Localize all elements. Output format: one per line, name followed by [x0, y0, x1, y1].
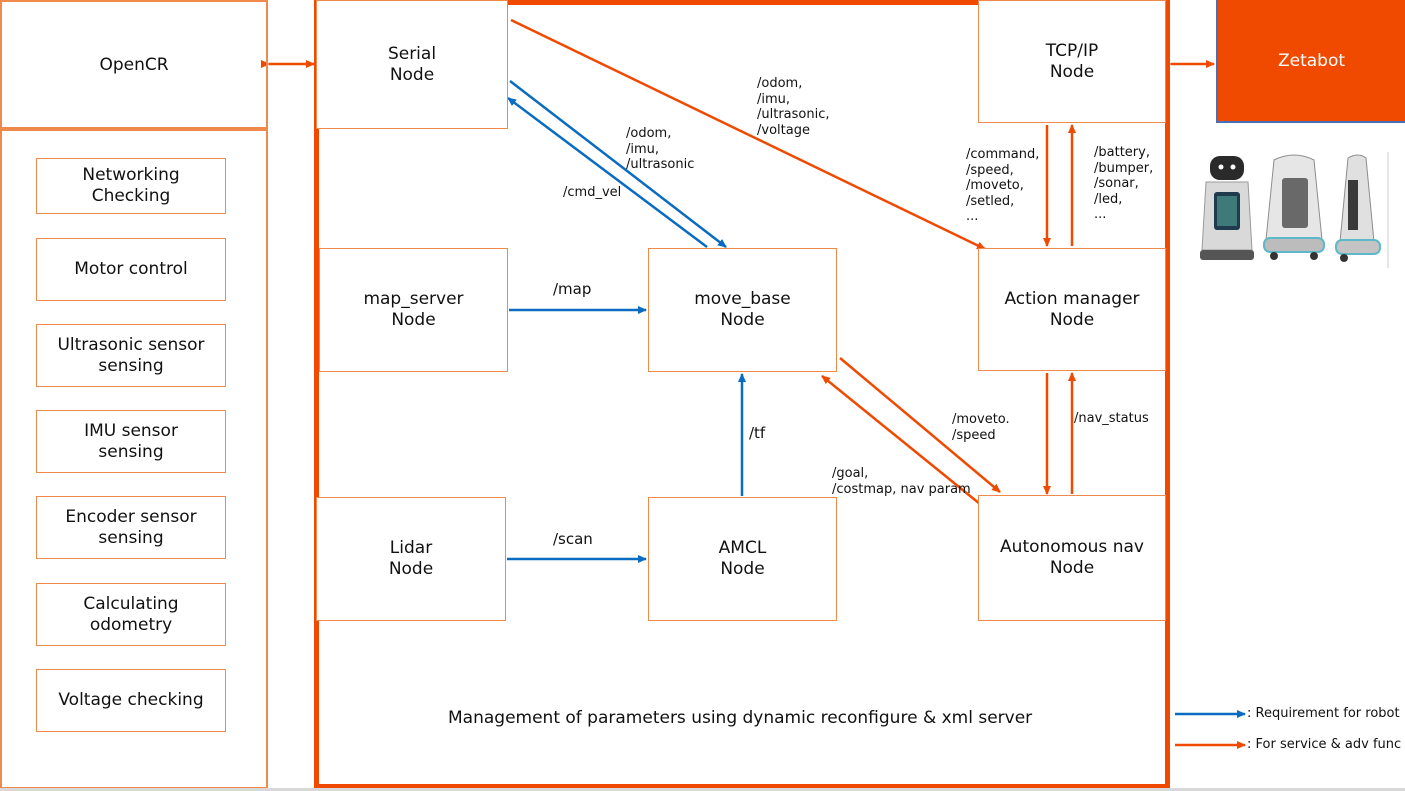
- function-motor-control: Motor control: [36, 238, 226, 301]
- amcl-node: AMCL Node: [648, 497, 837, 621]
- nav-movebase-arrow: [821, 375, 981, 505]
- zetabot-label: Zetabot: [1277, 50, 1346, 71]
- topic-nav-to-move-base: /goal, /costmap, nav param: [832, 466, 971, 497]
- movebase-serial-arrow: [507, 96, 708, 249]
- serial-action-arrow: [510, 18, 986, 251]
- robot-front-view-icon: [1200, 156, 1254, 260]
- topic-serial-to-move-base: /odom, /imu, /ultrasonic: [626, 126, 695, 172]
- legend-requirement-text: : Requirement for robot: [1247, 706, 1400, 721]
- robot-transparent-view-icon: [1263, 154, 1325, 260]
- function-voltage-checking: Voltage checking: [36, 669, 226, 732]
- topic-scan: /scan: [553, 530, 593, 548]
- move-base-node: move_base Node: [648, 248, 837, 372]
- map-server-node: map_server Node: [319, 248, 508, 372]
- action-manager-node: Action manager Node: [978, 248, 1166, 371]
- topic-map: /map: [553, 280, 592, 298]
- robot-side-view-icon: [1335, 152, 1389, 268]
- topic-serial-to-action: /odom, /imu, /ultrasonic, /voltage: [757, 76, 830, 138]
- legend-service-text: : For service & adv func: [1247, 737, 1402, 752]
- function-imu-sensing: IMU sensor sensing: [36, 410, 226, 473]
- topic-tf: /tf: [749, 424, 766, 442]
- function-networking-checking: Networking Checking: [36, 158, 226, 214]
- topic-tcpip-to-action: /command, /speed, /moveto, /setled, ...: [966, 147, 1040, 224]
- lidar-node: Lidar Node: [316, 497, 506, 621]
- opencr-box: OpenCR: [0, 0, 268, 129]
- serial-movebase-arrow: [509, 80, 727, 248]
- topic-action-to-tcpip: /battery, /bumper, /sonar, /led, ...: [1094, 145, 1154, 222]
- function-calculating-odometry: Calculating odometry: [36, 583, 226, 646]
- topic-cmd-vel: /cmd_vel: [563, 185, 622, 200]
- parameter-management-caption: Management of parameters using dynamic r…: [448, 708, 1033, 728]
- autonomous-nav-node: Autonomous nav Node: [978, 495, 1166, 621]
- tcpip-node: TCP/IP Node: [978, 0, 1166, 123]
- zetabot-box: Zetabot: [1216, 0, 1405, 123]
- robot-images: [1200, 152, 1389, 268]
- function-ultrasonic-sensing: Ultrasonic sensor sensing: [36, 324, 226, 387]
- topic-move-base-to-nav: /moveto. /speed: [952, 412, 1010, 443]
- bottom-rule: [0, 788, 1405, 791]
- serial-node: Serial Node: [316, 0, 508, 129]
- function-encoder-sensing: Encoder sensor sensing: [36, 496, 226, 559]
- ros-system-frame: [314, 0, 1170, 789]
- movebase-nav-arrow: [839, 357, 1001, 493]
- opencr-title: OpenCR: [99, 54, 169, 75]
- topic-nav-status: /nav_status: [1074, 411, 1149, 426]
